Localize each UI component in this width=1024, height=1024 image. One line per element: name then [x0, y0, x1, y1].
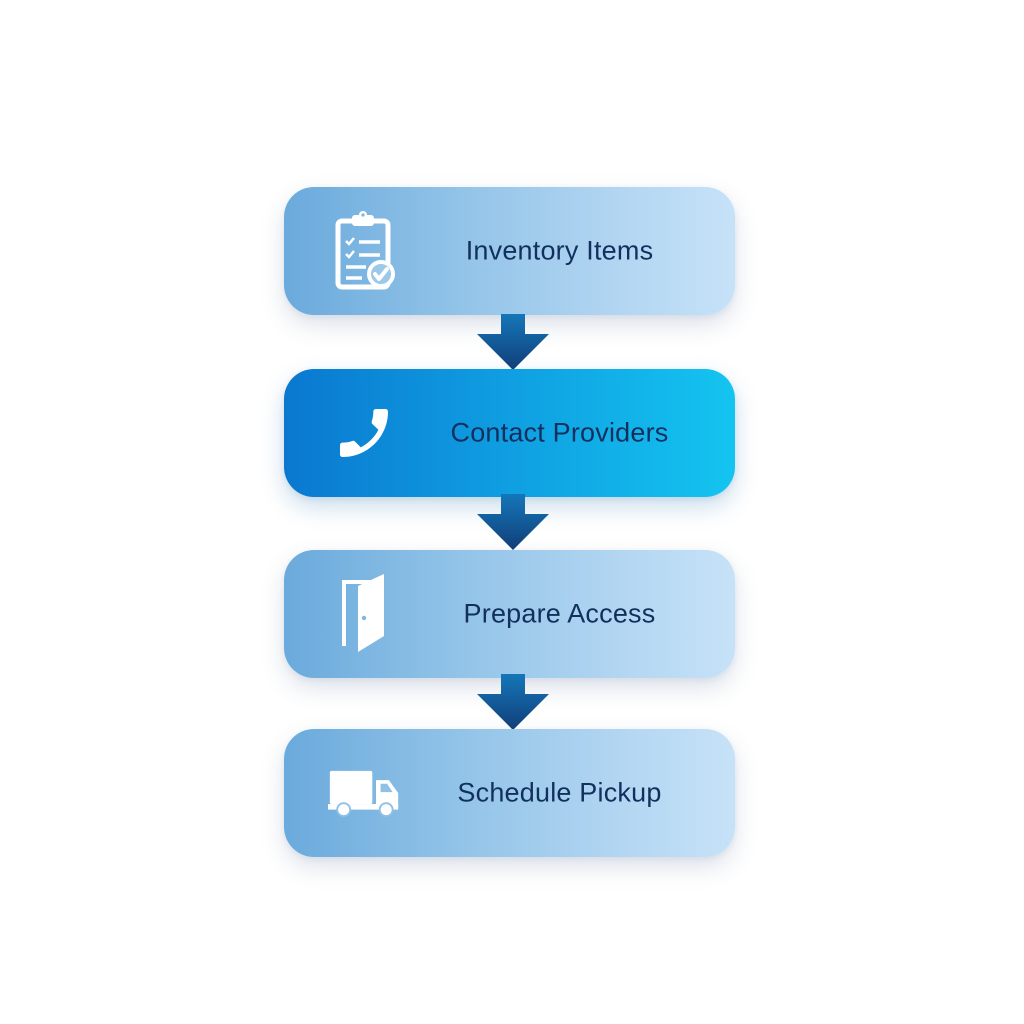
arrow-down-icon [477, 674, 549, 730]
step-inventory-items: Inventory Items [284, 187, 735, 315]
step-schedule-pickup: Schedule Pickup [284, 729, 735, 857]
clipboard-checklist-icon [328, 211, 400, 291]
arrow-down-icon [477, 314, 549, 370]
step-contact-providers: Contact Providers [284, 369, 735, 497]
step-label: Inventory Items [465, 235, 654, 266]
step-label: Contact Providers [450, 417, 669, 448]
truck-icon [328, 753, 400, 833]
step-label: Schedule Pickup [457, 777, 662, 808]
phone-icon [328, 393, 400, 473]
step-prepare-access: Prepare Access [284, 550, 735, 678]
step-label: Prepare Access [463, 598, 656, 629]
open-door-icon [328, 574, 400, 654]
arrow-down-icon [477, 494, 549, 550]
